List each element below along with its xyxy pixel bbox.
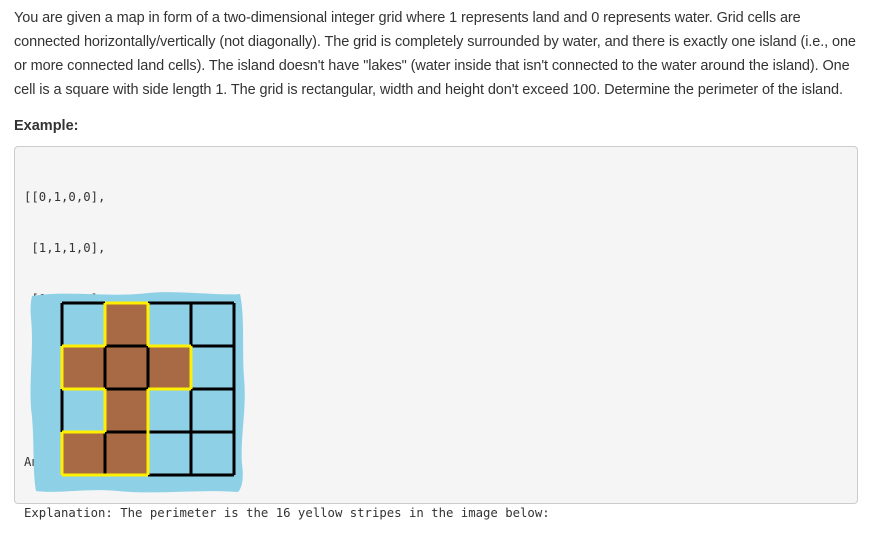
land-cell: [62, 432, 105, 475]
explanation-line: Explanation: The perimeter is the 16 yel…: [24, 506, 550, 520]
water-cell: [191, 389, 234, 432]
code-line-1: [[0,1,0,0],: [24, 190, 106, 204]
land-cell: [148, 346, 191, 389]
water-cell: [191, 303, 234, 346]
description-text: You are given a map in form of a two-dim…: [14, 10, 856, 98]
land-cell: [105, 389, 148, 432]
water-cell: [148, 432, 191, 475]
land-cell: [105, 303, 148, 346]
water-cell: [148, 303, 191, 346]
example-heading: Example:: [14, 118, 79, 134]
water-cell: [191, 346, 234, 389]
land-cell: [62, 346, 105, 389]
land-cell: [105, 346, 148, 389]
example-code-block: [[0,1,0,0], [1,1,1,0], [0,1,0,0], [1,1,0…: [14, 146, 858, 520]
water-cell: [62, 303, 105, 346]
island-grid-illustration: [30, 292, 245, 493]
water-cell: [148, 389, 191, 432]
water-cell: [191, 432, 234, 475]
problem-description: You are given a map in form of a two-dim…: [14, 6, 864, 102]
water-cell: [62, 389, 105, 432]
land-cell: [105, 432, 148, 475]
code-line-2: [1,1,1,0],: [24, 241, 106, 255]
